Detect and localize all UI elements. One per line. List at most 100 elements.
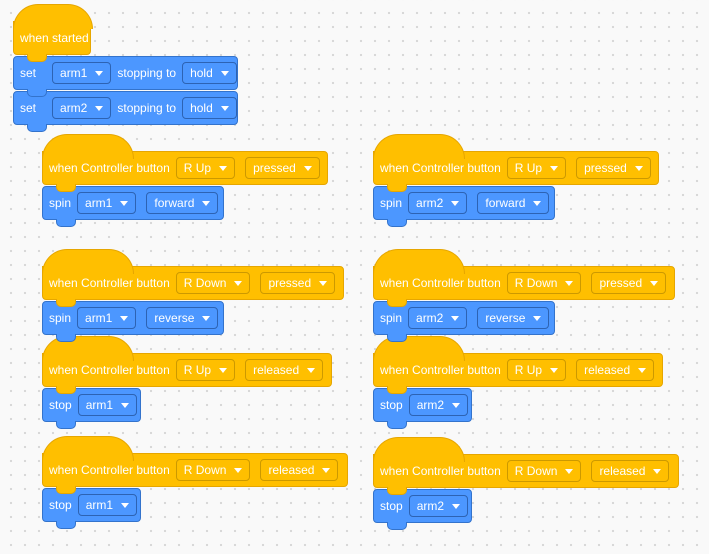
caret-down-icon [202,200,211,206]
caret-down-icon [219,165,228,171]
stop-motor-block[interactable]: stop arm2 [373,388,472,429]
when-controller-button-block[interactable]: when Controller button R Down released [42,436,348,494]
when-controller-button-block[interactable]: when Controller button R Down pressed [373,249,675,307]
hat-cap [13,4,93,29]
action-dropdown[interactable]: pressed [591,272,667,294]
caret-down-icon [120,315,129,321]
caret-down-icon [638,367,647,373]
action-dropdown[interactable]: pressed [576,157,651,179]
event-label: when Controller button [49,276,170,290]
caret-down-icon [120,200,129,206]
stop-label: stop [380,499,403,513]
set-label: set [20,101,37,115]
spin-label: spin [49,196,72,210]
motor-dropdown[interactable]: arm2 [408,307,468,329]
when-controller-button-block[interactable]: when Controller button R Up released [42,336,332,394]
motor-dropdown[interactable]: arm2 [52,97,112,119]
event-label: when Controller button [380,464,501,478]
button-dropdown[interactable]: R Down [506,272,582,294]
hat-cap [42,249,134,274]
hat-cap [373,437,465,462]
when-controller-button-block[interactable]: when Controller button R Up released [373,336,663,394]
event-label: when Controller button [49,463,170,477]
caret-down-icon [319,280,328,286]
caret-down-icon [565,280,574,286]
action-dropdown[interactable]: released [591,460,670,482]
caret-down-icon [219,367,228,373]
hat-cap [373,134,465,159]
caret-down-icon [451,200,460,206]
event-label: when Controller button [49,161,170,175]
caret-down-icon [650,280,659,286]
stop-motor-block[interactable]: stop arm2 [373,489,472,530]
caret-down-icon [322,467,331,473]
direction-dropdown[interactable]: reverse [146,307,219,329]
stop-label: stop [49,498,72,512]
motor-dropdown[interactable]: arm2 [408,495,469,517]
motor-dropdown[interactable]: arm1 [77,394,138,416]
motor-dropdown[interactable]: arm1 [52,62,112,84]
stop-motor-block[interactable]: stop arm1 [42,488,141,529]
motor-dropdown[interactable]: arm2 [408,192,468,214]
action-dropdown[interactable]: pressed [245,157,320,179]
event-label: when Controller button [380,363,501,377]
caret-down-icon [121,402,130,408]
caret-down-icon [220,70,229,76]
when-controller-button-block[interactable]: when Controller button R Down released [373,437,679,495]
caret-down-icon [565,468,574,474]
button-dropdown[interactable]: R Up [175,157,236,179]
caret-down-icon [653,468,662,474]
caret-down-icon [234,467,243,473]
when-controller-button-block[interactable]: when Controller button R Up pressed [373,134,659,192]
caret-down-icon [533,200,542,206]
motor-dropdown[interactable]: arm1 [77,192,137,214]
button-dropdown[interactable]: R Down [175,272,251,294]
spin-label: spin [380,196,403,210]
caret-down-icon [533,315,542,321]
caret-down-icon [234,280,243,286]
direction-dropdown[interactable]: reverse [477,307,550,329]
caret-down-icon [121,502,130,508]
direction-dropdown[interactable]: forward [146,192,219,214]
stopping-mode-dropdown[interactable]: hold [182,97,237,119]
caret-down-icon [550,367,559,373]
event-label: when Controller button [49,363,170,377]
button-dropdown[interactable]: R Down [506,460,582,482]
button-dropdown[interactable]: R Up [506,359,567,381]
button-dropdown[interactable]: R Up [175,359,236,381]
hat-cap [42,336,134,361]
set-stopping-block[interactable]: set arm1 stopping to hold [13,56,238,97]
when-started-label: when started [20,31,89,45]
hat-cap [373,249,465,274]
direction-dropdown[interactable]: forward [477,192,550,214]
motor-dropdown[interactable]: arm1 [77,494,138,516]
caret-down-icon [307,367,316,373]
event-label: when Controller button [380,276,501,290]
stop-motor-block[interactable]: stop arm1 [42,388,141,429]
spin-motor-block[interactable]: spin arm1 forward [42,186,224,227]
motor-dropdown[interactable]: arm1 [77,307,137,329]
hat-cap [373,336,465,361]
stop-label: stop [380,398,403,412]
action-dropdown[interactable]: released [245,359,324,381]
caret-down-icon [220,105,229,111]
action-dropdown[interactable]: released [260,459,339,481]
button-dropdown[interactable]: R Down [175,459,251,481]
action-dropdown[interactable]: released [576,359,655,381]
action-dropdown[interactable]: pressed [260,272,336,294]
set-stopping-block[interactable]: set arm2 stopping to hold [13,91,238,132]
when-controller-button-block[interactable]: when Controller button R Down pressed [42,249,344,307]
when-started-block[interactable]: when started [13,4,93,62]
spin-label: spin [49,311,72,325]
set-label: set [20,66,37,80]
stopping-to-label: stopping to [117,66,177,80]
caret-down-icon [95,70,104,76]
stopping-mode-dropdown[interactable]: hold [182,62,237,84]
when-controller-button-block[interactable]: when Controller button R Up pressed [42,134,328,192]
hat-cap [42,134,134,159]
motor-dropdown[interactable]: arm2 [408,394,469,416]
caret-down-icon [95,105,104,111]
caret-down-icon [452,503,461,509]
button-dropdown[interactable]: R Up [506,157,567,179]
